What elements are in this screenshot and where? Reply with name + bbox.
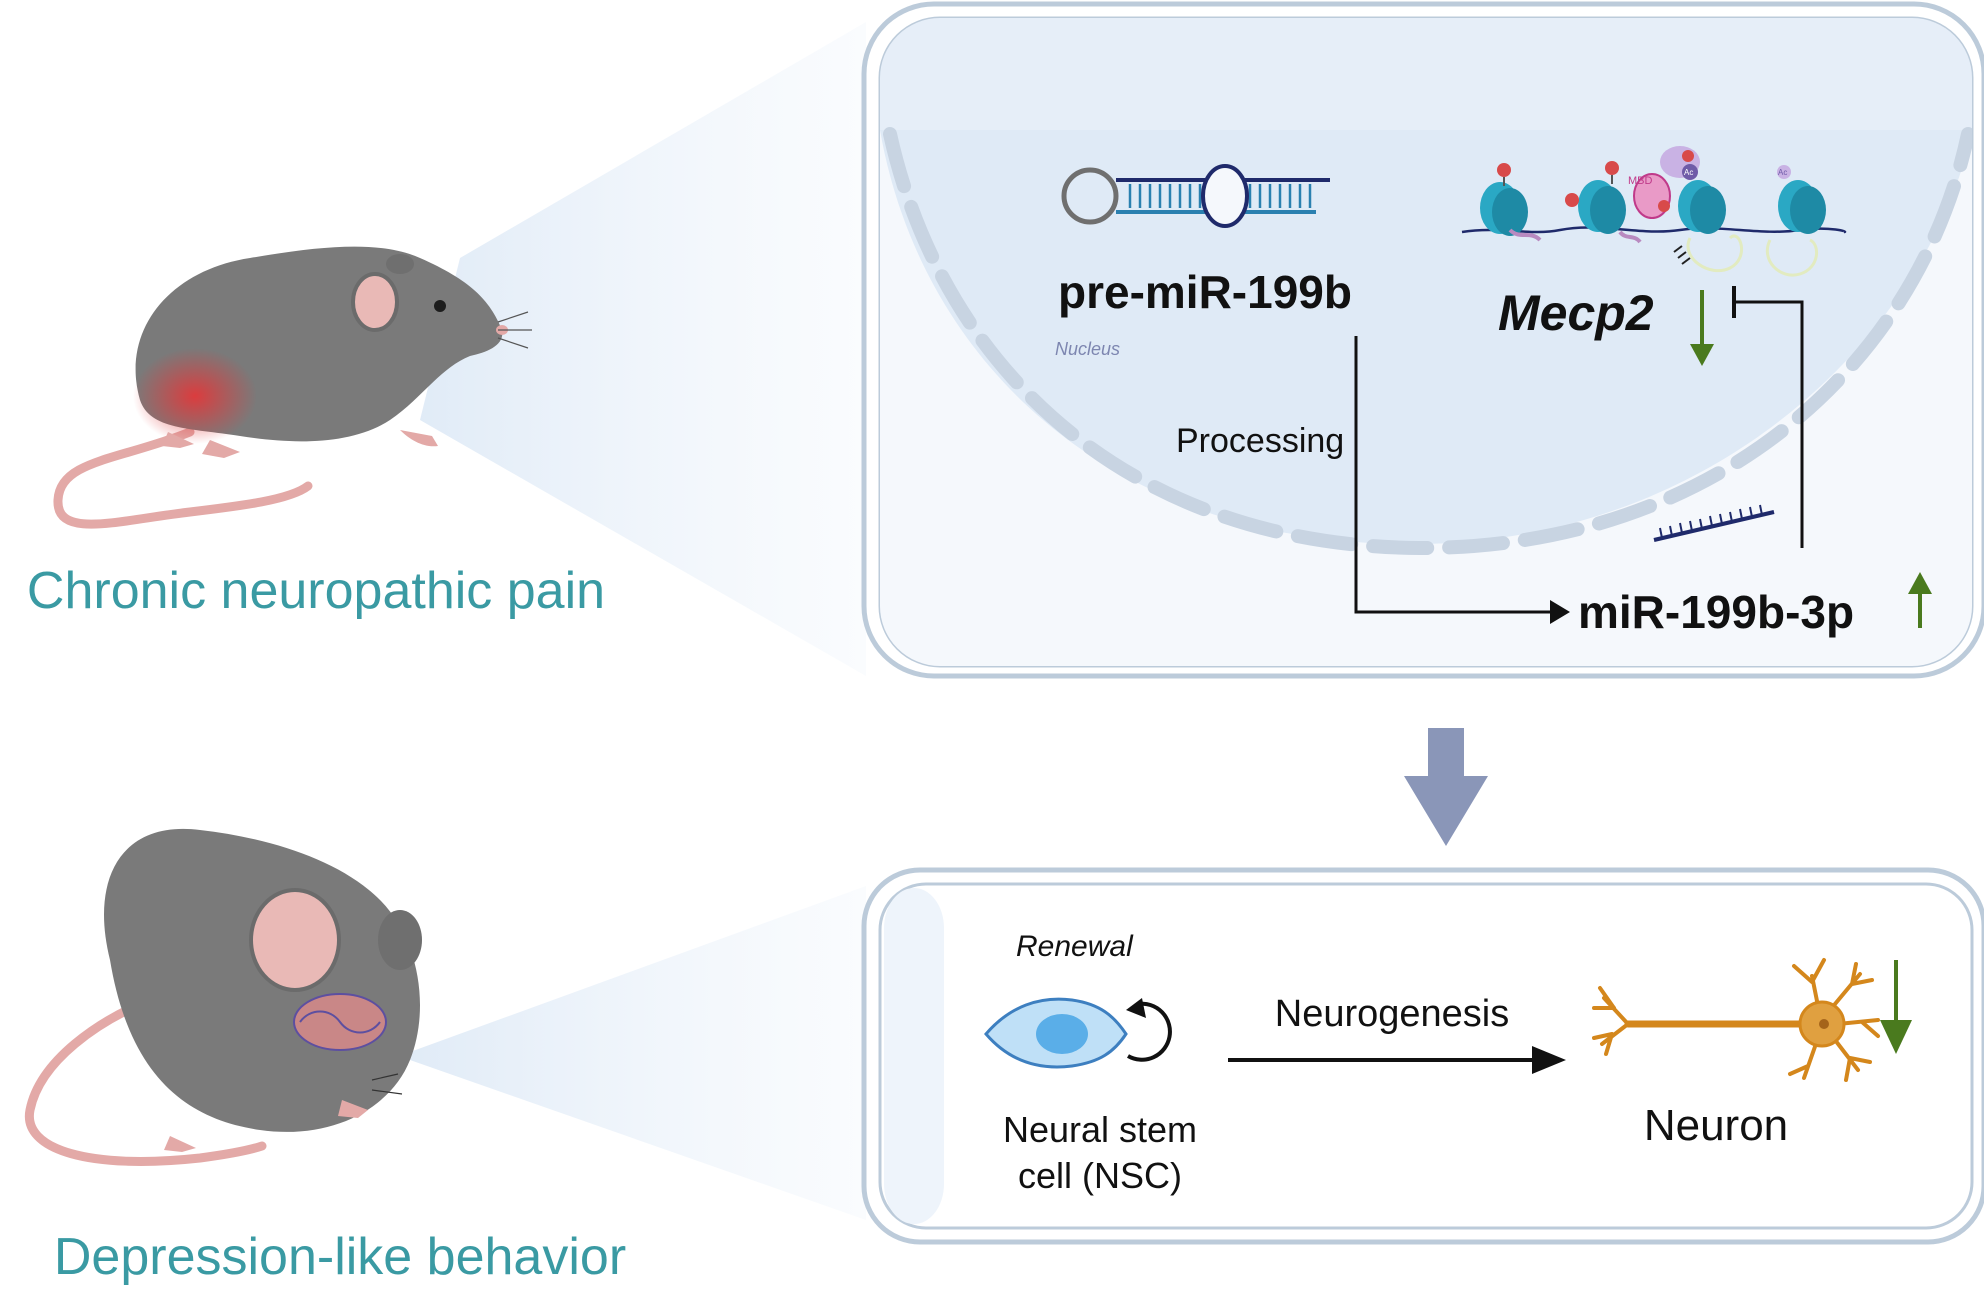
neuron-downregulation-arrow-icon: [1880, 960, 1912, 1054]
processing-arrow: [1354, 336, 1570, 624]
neural-stem-cell-icon: [984, 997, 1128, 1069]
mbd-label: MBD: [1628, 175, 1653, 187]
nucleus-label: Nucleus: [1055, 339, 1120, 359]
renewal-label: Renewal: [1016, 930, 1134, 963]
neuron-label: Neuron: [1644, 1101, 1788, 1150]
flow-arrow-down-icon: [1404, 728, 1488, 846]
nucleosome-icon: [1678, 180, 1726, 234]
brain-icon: [293, 993, 387, 1051]
chromatin-icon: MBD Ac Ac: [1461, 146, 1847, 277]
mouse-pain-icon: [53, 246, 532, 529]
upregulation-arrow-icon: [1908, 572, 1932, 628]
nsc-label-line2: cell (NSC): [1018, 1155, 1182, 1196]
pre-mirna-hairpin-icon: [1061, 164, 1330, 228]
pre-mir-199b-label: pre-miR-199b: [1058, 266, 1352, 318]
downregulation-arrow-icon: [1690, 290, 1714, 366]
mature-mirna-strand-icon: [1653, 504, 1775, 542]
ac-label-2: Ac: [1778, 168, 1787, 177]
mecp2-gene-label: Mecp2: [1498, 285, 1654, 341]
nucleus-region: [880, 130, 1972, 545]
nucleosome-icon: [1778, 180, 1826, 234]
ac-label-1: Ac: [1684, 168, 1693, 177]
mouse-depression-icon: [24, 828, 422, 1166]
cell-box-bottom: [861, 867, 1984, 1245]
neurogenesis-arrow: [1228, 1046, 1566, 1074]
mir-199b-3p-label: miR-199b-3p: [1578, 586, 1854, 638]
inhibition-connector: [1732, 286, 1804, 548]
neurogenesis-label: Neurogenesis: [1275, 993, 1509, 1035]
nsc-label-line1: Neural stem: [1003, 1109, 1197, 1150]
cell-box-top: [861, 1, 1984, 679]
nucleosome-icon: [1480, 182, 1528, 236]
nuclear-envelope: [883, 127, 1972, 556]
neuron-icon: [1592, 958, 1880, 1082]
caption-chronic-pain: Chronic neuropathic pain: [27, 562, 605, 620]
processing-label: Processing: [1176, 422, 1344, 460]
renewal-cycle-arrow-icon: [1126, 998, 1172, 1062]
zoom-beam-bottom: [410, 886, 866, 1220]
caption-depression: Depression-like behavior: [54, 1228, 626, 1286]
zoom-beam-top: [420, 22, 866, 676]
nucleosome-icon: [1578, 180, 1626, 234]
